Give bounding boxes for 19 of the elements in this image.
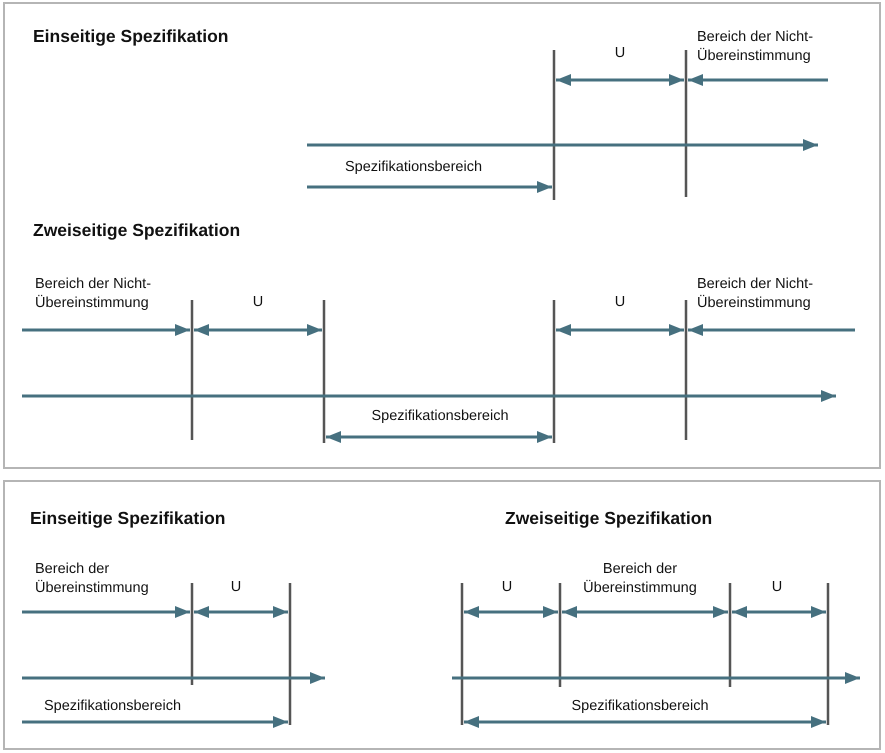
range-label: Spezifikationsbereich <box>570 697 710 716</box>
range-label: U <box>770 578 784 597</box>
section-heading: Einseitige Spezifikation <box>33 27 230 46</box>
range-label: Spezifikationsbereich <box>345 158 484 177</box>
range-label: Bereich der Nicht-Übereinstimmung <box>35 275 152 313</box>
range-label: Bereich der Nicht-Übereinstimmung <box>697 275 814 313</box>
range-label: U <box>230 578 242 597</box>
range-label: Bereich der Übereinstimmung <box>35 560 150 598</box>
range-label: U <box>500 578 514 597</box>
range-label: Spezifikationsbereich <box>370 407 510 426</box>
section-heading: Zweiseitige Spezifikation <box>33 221 242 240</box>
range-label: Bereich der Übereinstimmung <box>582 560 698 598</box>
range-label: U <box>614 293 626 312</box>
section-heading: Zweiseitige Spezifikation <box>505 509 714 528</box>
range-label: Bereich der Nicht-Übereinstimmung <box>697 28 814 66</box>
range-label: U <box>614 44 626 63</box>
range-label: U <box>252 293 264 312</box>
range-label: Spezifikationsbereich <box>44 697 182 716</box>
section-heading: Einseitige Spezifikation <box>30 509 226 528</box>
